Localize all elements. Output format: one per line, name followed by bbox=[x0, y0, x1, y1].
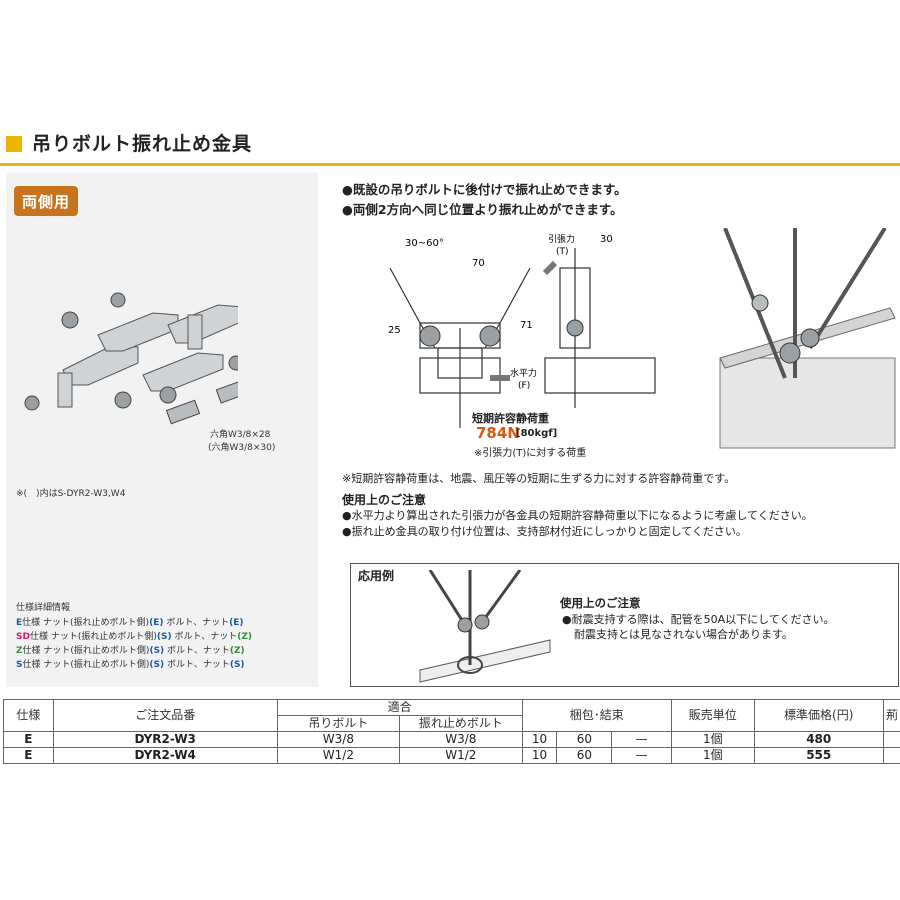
spec-detail-row-s: S仕様 ナット(振れ止めボルト側)(S) ボルト、ナット(S) bbox=[16, 660, 245, 670]
caution-item: ●水平力より算出された引張力が各金具の短期許容静荷重以下になるように考慮してくだ… bbox=[342, 509, 813, 522]
caution-item: ●振れ止め金具の取り付け位置は、支持部材付近にしっかりと固定してください。 bbox=[342, 525, 747, 538]
th-price: 標準価格(円) bbox=[753, 699, 884, 732]
product-photo-panel bbox=[6, 172, 318, 687]
title-rule bbox=[0, 163, 900, 166]
dim-25: 25 bbox=[388, 325, 401, 336]
application-caution-title: 使用上のご注意 bbox=[560, 596, 641, 610]
spec-detail-row-e: E仕様 ナット(振れ止めボルト側)(E) ボルト、ナット(E) bbox=[16, 618, 244, 628]
tension-code: (T) bbox=[556, 247, 569, 257]
feature-list: ●既設の吊りボルトに後付けで振れ止めできます。 ●両側2方向へ同じ位置より振れ止… bbox=[342, 180, 627, 220]
feature-item: ●既設の吊りボルトに後付けで振れ止めできます。 bbox=[342, 182, 627, 197]
application-title: 応用例 bbox=[358, 569, 395, 583]
bolt-label-2: (六角W3/8×30) bbox=[208, 443, 276, 453]
type-badge: 両側用 bbox=[14, 186, 78, 216]
th-spec: 仕様 bbox=[3, 699, 54, 732]
table-row: E DYR2-W4 W1/2 W1/2 10 60 — 1個 555 bbox=[3, 747, 900, 764]
spec-table: 仕様 ご注文品番 適合 梱包･結束 販売単位 標準価格(円) 荊 吊りボルト 振… bbox=[3, 699, 900, 764]
caution-list: ●水平力より算出された引張力が各金具の短期許容静荷重以下になるように考慮してくだ… bbox=[342, 508, 813, 540]
application-image bbox=[419, 570, 551, 683]
load-kgf: [80kgf] bbox=[516, 428, 558, 439]
spec-detail-row-sd: SD仕様 ナット(振れ止めボルト側)(S) ボルト、ナット(Z) bbox=[16, 632, 253, 642]
load-note: ※引張力(T)に対する荷重 bbox=[474, 448, 587, 459]
bolt-label-1: 六角W3/8×28 bbox=[210, 430, 271, 440]
th-pack: 梱包･結束 bbox=[521, 699, 672, 732]
page-title: 吊りボルト振れ止め金具 bbox=[32, 133, 253, 155]
application-line-2: 耐震支持とは見なされない場合があります。 bbox=[574, 628, 793, 641]
dim-30: 30 bbox=[600, 234, 613, 245]
caution-title: 使用上のご注意 bbox=[342, 493, 427, 507]
th-order: ご注文品番 bbox=[52, 699, 278, 732]
feature-item: ●両側2方向へ同じ位置より振れ止めができます。 bbox=[342, 202, 623, 217]
application-line-1: ●耐震支持する際は、配管を50A以下にしてください。 bbox=[562, 613, 835, 626]
parenthesis-note: ※( )内はS-DYR2-W3,W4 bbox=[16, 489, 126, 499]
product-parts-image bbox=[24, 292, 238, 425]
load-definition-note: ※短期許容静荷重は、地震、風圧等の短期に生ずる力に対する許容静荷重です。 bbox=[342, 472, 736, 485]
table-row: E DYR2-W3 W3/8 W3/8 10 60 — 1個 480 bbox=[3, 731, 900, 748]
horizontal-code: (F) bbox=[518, 381, 530, 391]
spec-detail-list: E仕様 ナット(振れ止めボルト側)(E) ボルト、ナット(E) SD仕様 ナット… bbox=[16, 616, 252, 672]
tension-label: 引張力 bbox=[548, 233, 575, 245]
dimension-drawing: 30~60° 70 25 71 30 引張力 (T) 水平力 (F) bbox=[388, 233, 656, 428]
load-value: 784N bbox=[476, 424, 520, 442]
th-extra: 荊 bbox=[882, 699, 900, 732]
installation-photo bbox=[719, 228, 896, 449]
title-marker bbox=[6, 136, 22, 152]
dim-71: 71 bbox=[520, 320, 533, 331]
spec-detail-row-z: Z仕様 ナット(振れ止めボルト側)(S) ボルト、ナット(Z) bbox=[16, 646, 245, 656]
angle-label: 30~60° bbox=[405, 238, 444, 249]
load-title: 短期許容静荷重 bbox=[472, 412, 549, 425]
th-hang: 吊りボルト bbox=[276, 715, 401, 732]
horizontal-label: 水平力 bbox=[510, 367, 537, 379]
th-fit: 適合 bbox=[276, 699, 523, 716]
th-unit: 販売単位 bbox=[670, 699, 755, 732]
dim-70: 70 bbox=[472, 258, 485, 269]
th-sway: 振れ止めボルト bbox=[399, 715, 523, 732]
spec-detail-title: 仕様詳細情報 bbox=[16, 603, 71, 613]
